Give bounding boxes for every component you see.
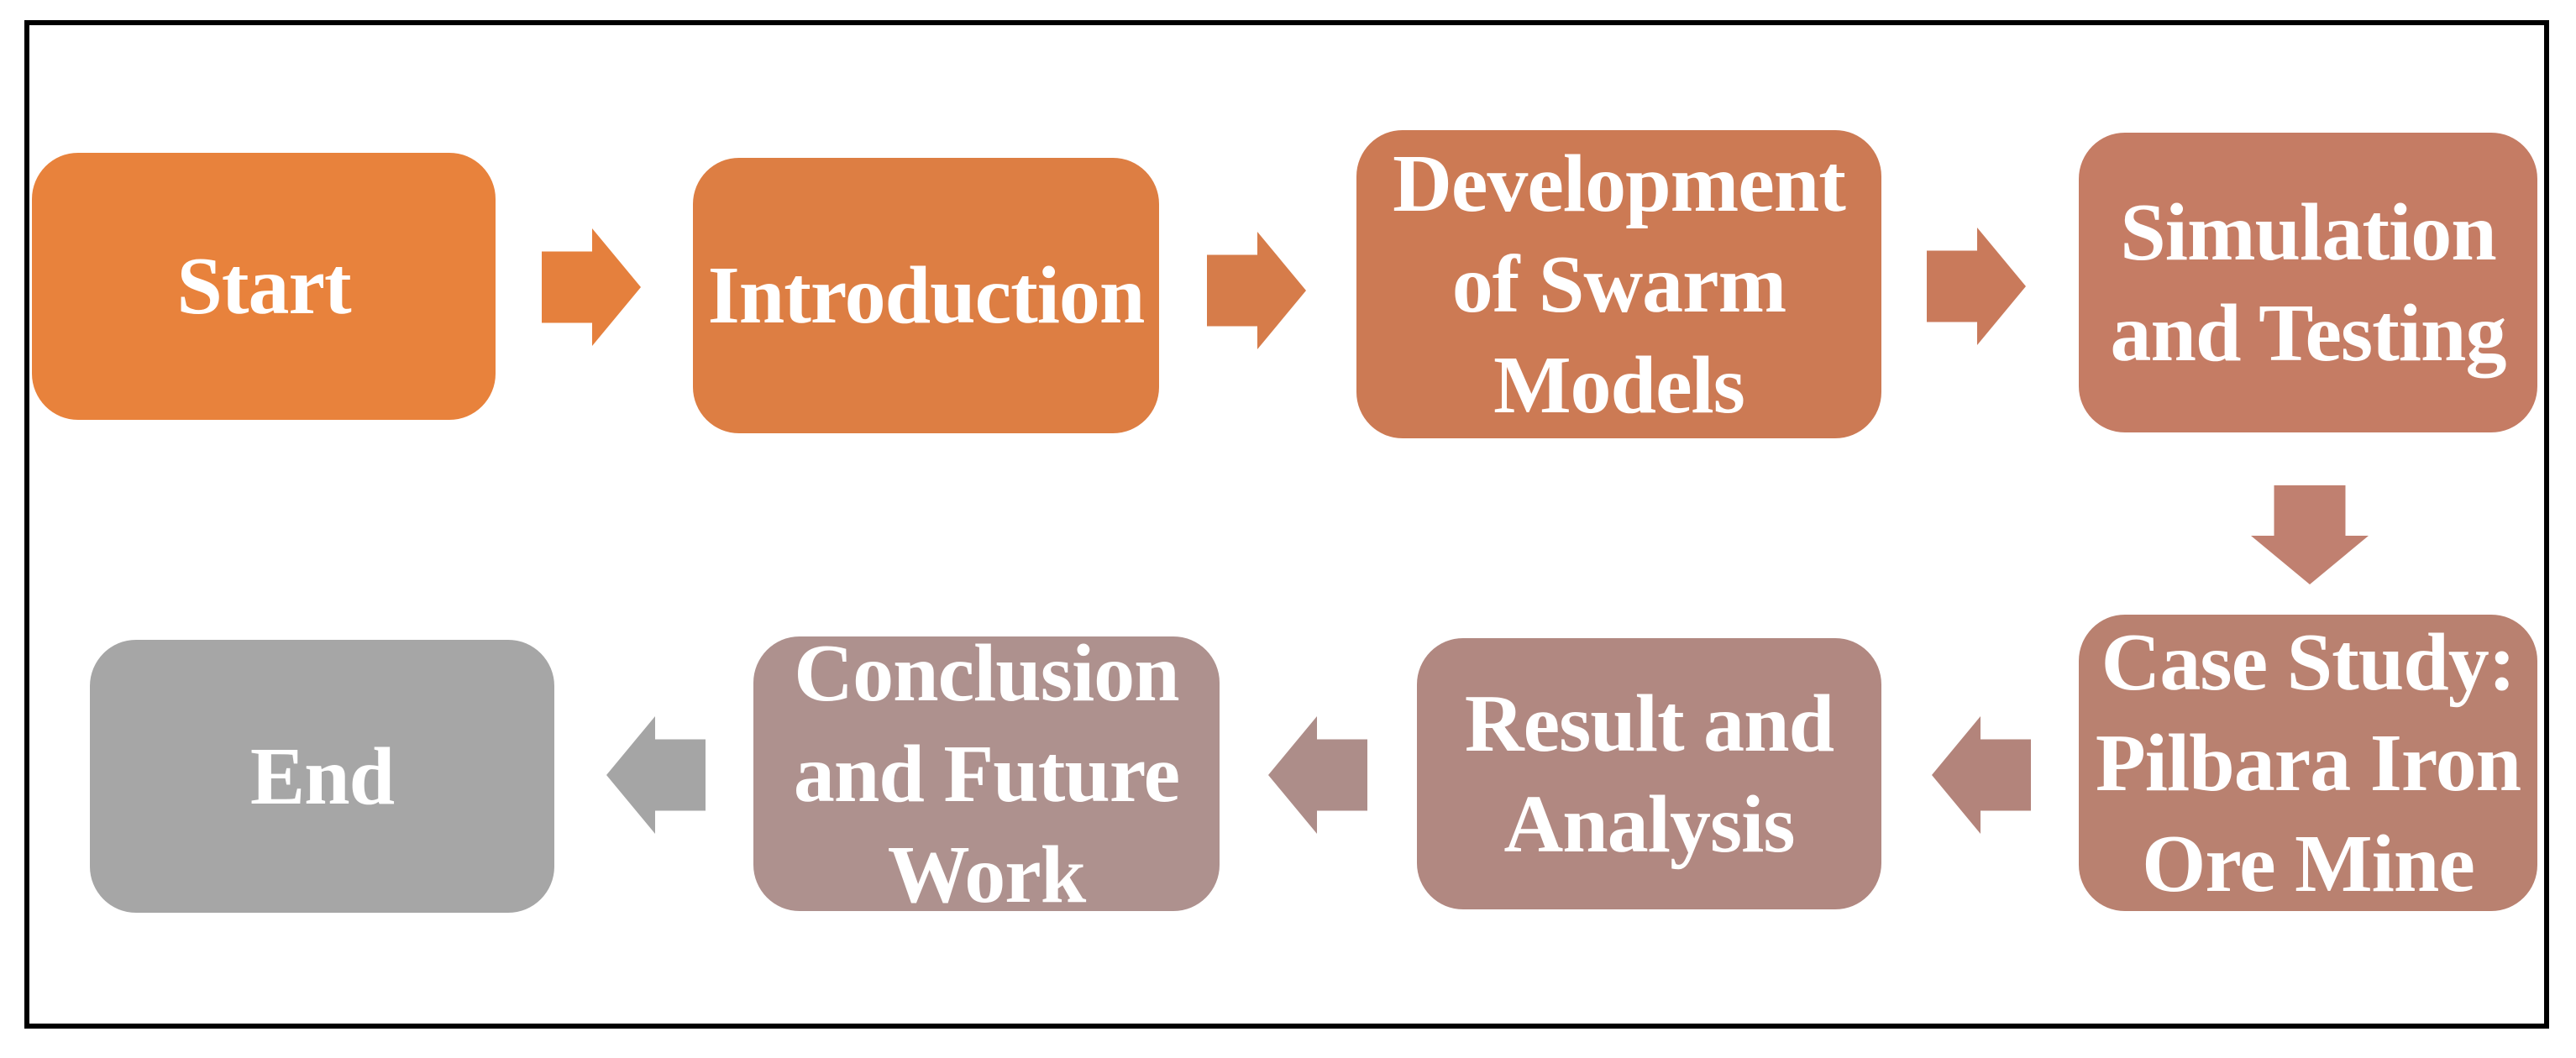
- node-simulation-and-testing: Simulation and Testing: [2079, 133, 2537, 432]
- node-development-of-swarm-models: Development of Swarm Models: [1356, 130, 1881, 438]
- node-start-label: Start: [176, 241, 351, 332]
- arrow-right-icon: [1927, 228, 2026, 345]
- figure-border: [24, 20, 2549, 1029]
- node-development-label: Development of Swarm Models: [1393, 138, 1846, 431]
- node-result-and-analysis: Result and Analysis: [1417, 638, 1881, 909]
- node-start: Start: [32, 153, 496, 420]
- arrow-down-icon: [2251, 485, 2369, 584]
- arrow-right-icon: [542, 228, 641, 346]
- node-case-study-pilbara-iron-ore-mine: Case Study: Pilbara Iron Ore Mine: [2079, 615, 2537, 911]
- node-conclusion-and-future-work: Conclusion and Future Work: [753, 628, 1220, 920]
- node-introduction: Introduction: [693, 158, 1159, 433]
- node-result-label: Result and Analysis: [1464, 678, 1834, 870]
- arrow-left-icon: [1268, 716, 1367, 834]
- node-conclusion-label: Conclusion and Future Work: [793, 627, 1180, 920]
- node-end: End: [90, 640, 554, 913]
- node-simulation-label: Simulation and Testing: [2110, 186, 2506, 379]
- arrow-left-icon: [1932, 716, 2031, 834]
- node-introduction-label: Introduction: [707, 250, 1146, 341]
- node-end-label: End: [249, 731, 395, 822]
- node-case-study-label: Case Study: Pilbara Iron Ore Mine: [2095, 616, 2521, 909]
- arrow-right-icon: [1207, 232, 1306, 349]
- arrow-left-icon: [606, 716, 706, 834]
